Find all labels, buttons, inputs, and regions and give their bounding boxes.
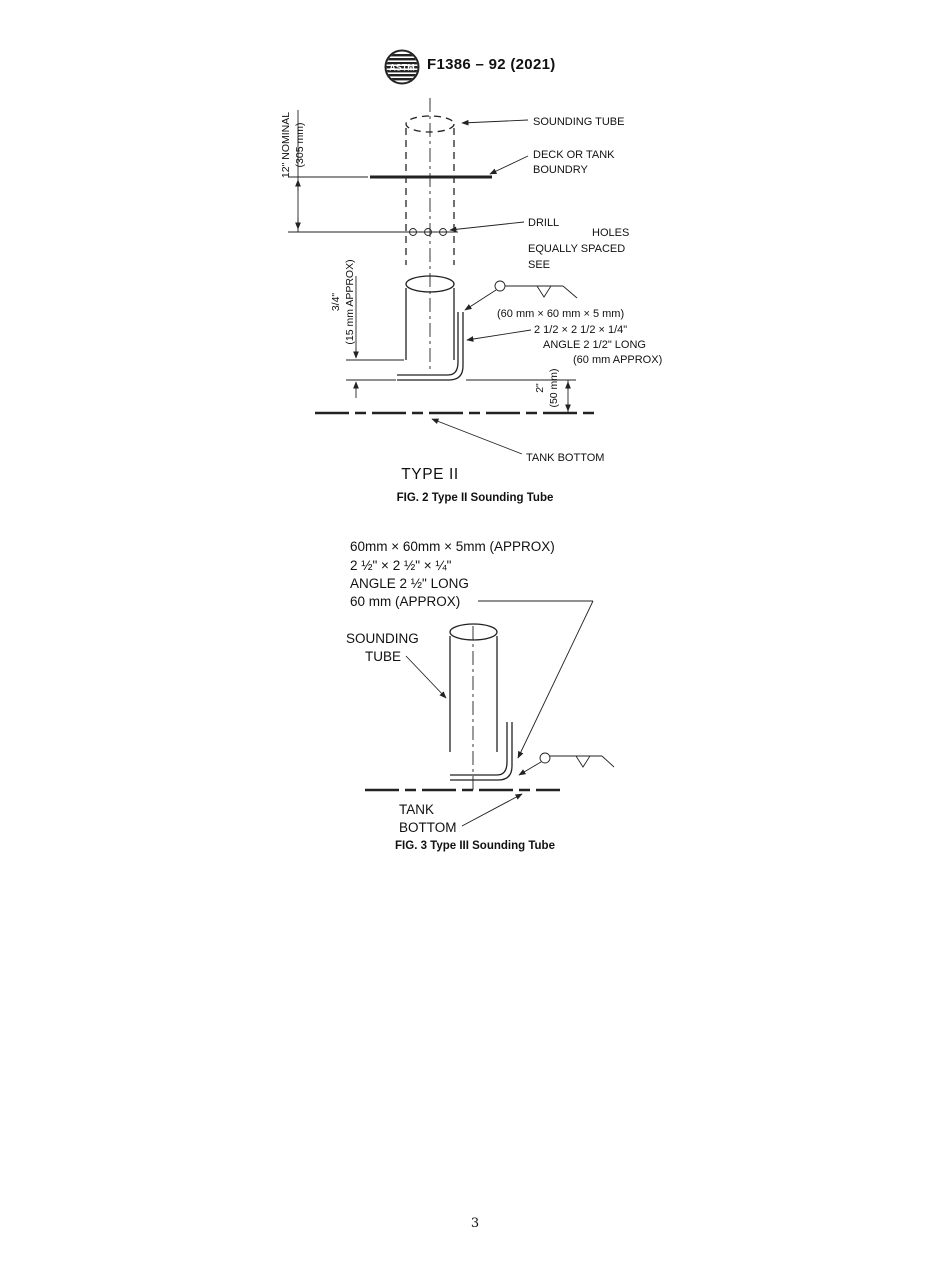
fig3-bottom-label: BOTTOM — [399, 820, 457, 835]
lower-tube-outline — [405, 275, 455, 360]
sounding-tube-leader — [405, 655, 447, 699]
drill-label: DRILL — [528, 217, 559, 229]
logo-text: ASTM — [389, 63, 415, 73]
dimension-3-4in — [346, 276, 404, 398]
fig3-note-line2: 2 ½" × 2 ½" × ¼" — [350, 558, 452, 573]
dim-12in-label: 12" NOMINAL — [280, 112, 292, 178]
dim-2in-metric-label: (50 mm) — [548, 368, 560, 407]
fig2-caption: FIG. 2 Type II Sounding Tube — [396, 492, 554, 504]
note-leader-line — [478, 600, 594, 759]
angle-bracket-outline — [397, 312, 464, 381]
sounding-tube-label: SOUNDING TUBE — [533, 116, 624, 128]
weld-symbol — [464, 280, 578, 311]
drill-holes — [402, 228, 458, 236]
fig3-drawing: 60mm × 60mm × 5mm (APPROX) 2 ½" × 2 ½" ×… — [346, 539, 615, 835]
fig3-tank-label: TANK — [399, 802, 434, 817]
deck-label-line1: DECK OR TANK — [533, 149, 615, 161]
plate-size-note: (60 mm × 60 mm × 5 mm) — [497, 308, 624, 320]
page-title: F1386 – 92 (2021) — [427, 56, 556, 73]
fig3-note-line3: ANGLE 2 ½" LONG — [350, 576, 469, 591]
dim-12in-metric-label: (305 mm) — [294, 123, 306, 168]
deck-label-line2: BOUNDRY — [533, 164, 588, 176]
equally-spaced-label: EQUALLY SPACED — [528, 243, 625, 255]
leader-lines — [431, 119, 532, 455]
angle-size-label: 2 1/2 × 2 1/2 × 1/4" — [534, 324, 627, 336]
holes-label: HOLES — [592, 227, 629, 239]
tank-bottom-leader — [461, 793, 523, 827]
fig3-tube-outline — [449, 623, 498, 752]
see-label: SEE — [528, 259, 550, 271]
fig3-note-line1: 60mm × 60mm × 5mm (APPROX) — [350, 539, 555, 554]
astm-logo-icon: ASTM — [384, 49, 420, 85]
logo-stripes — [386, 54, 418, 81]
fig3-angle-bracket-outline — [450, 722, 513, 781]
dim-3-4in-metric-label: (15 mm APPROX) — [344, 259, 356, 344]
dim-2in-label: 2" — [534, 383, 546, 393]
angle-length-label: ANGLE 2 1/2" LONG — [543, 339, 646, 351]
upper-tube-hidden-outline — [405, 115, 455, 265]
fig3-weld-symbol — [518, 752, 615, 776]
dimension-2in — [466, 379, 576, 413]
dimension-12in — [288, 110, 402, 233]
fig3-note-line4: 60 mm (APPROX) — [350, 594, 460, 609]
fig3-caption: FIG. 3 Type III Sounding Tube — [395, 840, 555, 852]
dim-3-4in-label: 3/4" — [330, 293, 342, 312]
fig3-tube-label: TUBE — [365, 649, 401, 664]
type-ii-label: TYPE II — [401, 466, 459, 483]
page-number: 3 — [470, 1216, 480, 1231]
angle-metric-label: (60 mm APPROX) — [573, 354, 662, 366]
tank-bottom-label: TANK BOTTOM — [526, 452, 604, 464]
fig2-drawing: 12" NOMINAL (305 mm) — [280, 98, 662, 464]
fig3-sounding-label: SOUNDING — [346, 631, 419, 646]
